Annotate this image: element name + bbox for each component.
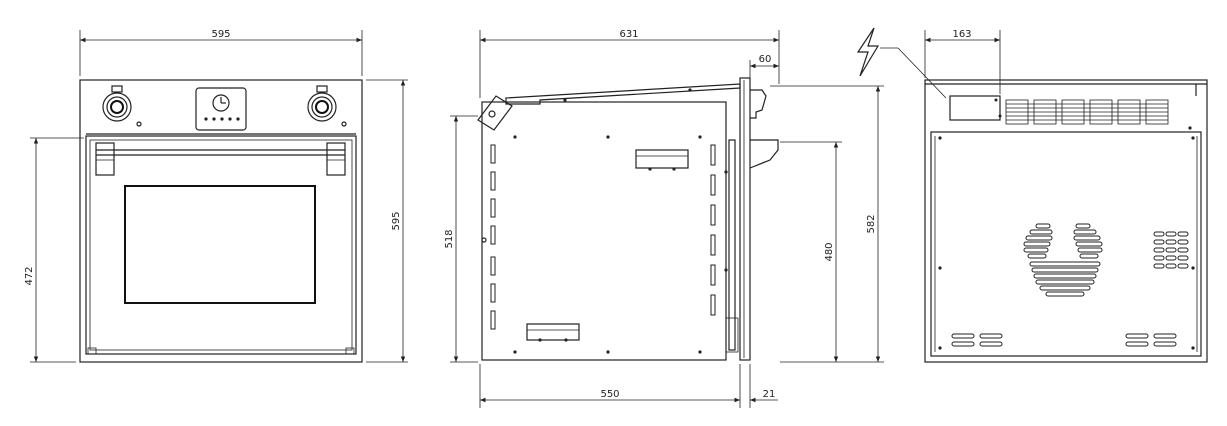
top-vent-grille [1005,99,1169,125]
back-view: 163 [856,27,1208,363]
rear-ribs [481,144,496,330]
front-foot-left [87,347,97,355]
front-foot-right [345,347,355,355]
back-holes [938,126,1195,350]
terminal-box [949,95,1001,121]
dim-label-terminal-offset: 163 [952,29,971,40]
side-door-panel [739,77,751,361]
dim-label-front-panel: 60 [759,54,772,65]
front-outer-frame [79,79,363,363]
dim-label-height: 595 [391,211,402,230]
side-door-foot [725,317,739,353]
door-frame [85,135,357,355]
right-knob-icon [307,85,347,127]
bottom-vents [951,333,1177,347]
clock-display-icon [195,87,247,131]
door-handle [95,142,346,176]
front-view: 595 595 472 [24,29,408,363]
back-inner-frame [930,131,1202,357]
dim-label-door-thickness: 21 [763,389,776,400]
door-inner-frame [89,139,353,351]
dim-label-body-depth: 550 [600,389,619,400]
front-ribs [710,139,736,351]
oven-window [124,185,316,304]
dim-label-depth: 631 [619,29,638,40]
dim-label-height-582: 582 [866,214,877,233]
lower-mount-bracket [526,323,580,342]
dim-label-height-518: 518 [444,229,455,248]
side-knob-profile [749,89,779,169]
dim-label-width: 595 [211,29,230,40]
upper-mount-bracket [635,149,689,171]
fan-vent-pattern [1023,223,1103,297]
back-outer-frame [924,79,1208,363]
rear-bracket [477,95,513,131]
side-view: 631 60 550 21 518 480 582 [444,29,884,408]
dim-label-height-480: 480 [824,242,835,261]
side-top-rail [505,83,741,105]
side-holes [513,135,728,354]
lightning-bolt-icon [856,27,880,77]
left-knob-icon [102,85,142,127]
side-body [481,101,727,361]
dim-label-door-height: 472 [24,266,35,285]
side-vent-block [1153,231,1189,269]
